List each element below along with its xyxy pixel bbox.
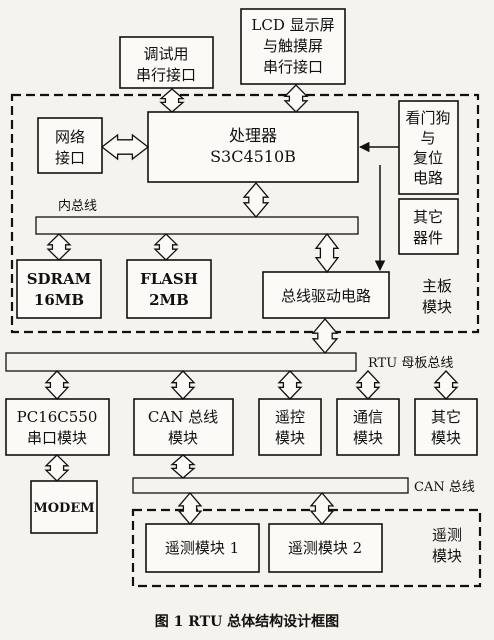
sdram-label-line-1: SDRAM — [27, 270, 92, 288]
other-module-bus-arrow — [433, 370, 459, 400]
pc16c550-label-line-1: PC16C550 — [17, 408, 98, 426]
communication-module-box — [336, 398, 400, 456]
connector-arrows — [44, 84, 459, 526]
watchdog-label-line-3: 复位 — [413, 149, 443, 167]
lcd-touch-serial-port-box — [240, 8, 346, 85]
network-processor-arrow — [100, 133, 150, 161]
other-devices-label-line-2: 器件 — [413, 229, 443, 247]
telemetry2-can-bus-arrow — [309, 491, 335, 526]
processor-internal-bus-arrow — [242, 181, 270, 219]
flash-bus-arrow — [153, 233, 179, 261]
lcd-port-arrow — [283, 84, 309, 113]
internal-bus-bar — [35, 216, 359, 235]
flash-box — [126, 259, 212, 319]
bus-driver-internal-bus-arrow — [314, 232, 340, 274]
remote-control-module-box — [258, 398, 322, 456]
lcd-port-label-line-1: LCD 显示屏 — [251, 16, 334, 34]
telemetry-module-2-box — [268, 523, 383, 573]
debug-port-arrow — [159, 88, 185, 113]
lcd-port-label-line-3: 串行接口 — [263, 58, 323, 76]
rtu-bus-label: RTU 母板总线 — [368, 356, 453, 371]
network-interface-box — [37, 117, 103, 174]
network-interface-label-line-2: 接口 — [55, 149, 85, 167]
watchdog-label-line-1: 看门狗 — [405, 109, 450, 127]
debug-port-label-line-1: 调试用 — [143, 45, 188, 63]
sdram-bus-arrow — [46, 233, 72, 261]
other-module-label-line-2: 模块 — [431, 429, 461, 447]
remote-control-bus-arrow — [277, 370, 303, 400]
remote-control-label-line-1: 遥控 — [275, 408, 305, 426]
mainboard-label-line-2: 模块 — [422, 298, 452, 316]
sdram-box — [16, 259, 102, 319]
bus-driver-rtu-bus-arrow — [311, 317, 339, 355]
internal-bus-label: 内总线 — [58, 198, 97, 214]
can-bus-module-box — [133, 398, 234, 456]
telemetry-module-2-label: 遥测模块 2 — [288, 539, 362, 557]
modem-label: MODEM — [33, 501, 94, 516]
mainboard-dashed-boundary — [10, 93, 480, 334]
telemetry-module-1-label: 遥测模块 1 — [165, 539, 239, 557]
comm-label-line-1: 通信 — [353, 408, 383, 426]
watchdog-label-line-4: 电路 — [413, 169, 443, 187]
debug-serial-port-box — [119, 36, 214, 89]
bus-driver-box — [262, 271, 390, 319]
figure-caption: 图 1 RTU 总体结构设计框图 — [155, 613, 339, 630]
pc16c550-bus-arrow — [44, 370, 70, 400]
watchdog-label-line-2: 与 — [420, 129, 435, 147]
mainboard-label-line-1: 主板 — [422, 277, 452, 295]
can-module-bus-arrow — [170, 370, 196, 400]
other-devices-label-line-1: 其它 — [413, 208, 443, 226]
telemetry1-can-bus-arrow — [177, 491, 203, 526]
comm-label-line-2: 模块 — [353, 429, 383, 447]
telemetry-module-1-box — [145, 523, 260, 573]
network-interface-label-line-1: 网络 — [55, 128, 85, 146]
processor-label-line-1: 处理器 — [229, 126, 277, 145]
other-module-label-line-1: 其它 — [431, 408, 461, 426]
telemetry-dashed-boundary — [131, 508, 482, 588]
flash-label-line-2: 2MB — [149, 291, 189, 309]
can-bus-label: CAN 总线 — [414, 480, 475, 495]
rtu-motherboard-bus-bar — [5, 352, 357, 372]
can-bus-bar — [132, 477, 409, 494]
flash-label-line-1: FLASH — [140, 270, 198, 288]
pc16c550-modem-arrow — [44, 454, 70, 482]
can-module-label-line-2: 模块 — [168, 429, 198, 447]
pc16c550-serial-module-box — [5, 398, 110, 456]
debug-port-label-line-2: 串行接口 — [136, 66, 196, 84]
telemetry-group-label-line-2: 模块 — [432, 547, 462, 565]
sdram-label-line-2: 16MB — [34, 291, 84, 309]
processor-label-line-2: S3C4510B — [210, 147, 296, 166]
remote-control-label-line-2: 模块 — [275, 429, 305, 447]
comm-bus-arrow — [355, 370, 381, 400]
can-module-label-line-1: CAN 总线 — [148, 408, 218, 426]
bus-driver-label: 总线驱动电路 — [281, 287, 371, 305]
pc16c550-label-line-2: 串口模块 — [27, 429, 87, 447]
other-devices-box — [398, 198, 459, 255]
can-module-can-bus-arrow — [170, 454, 196, 479]
lcd-port-label-line-2: 与触摸屏 — [263, 37, 323, 55]
other-module-box — [414, 398, 478, 456]
modem-box — [30, 480, 98, 534]
telemetry-group-label-line-1: 遥测 — [432, 526, 462, 544]
